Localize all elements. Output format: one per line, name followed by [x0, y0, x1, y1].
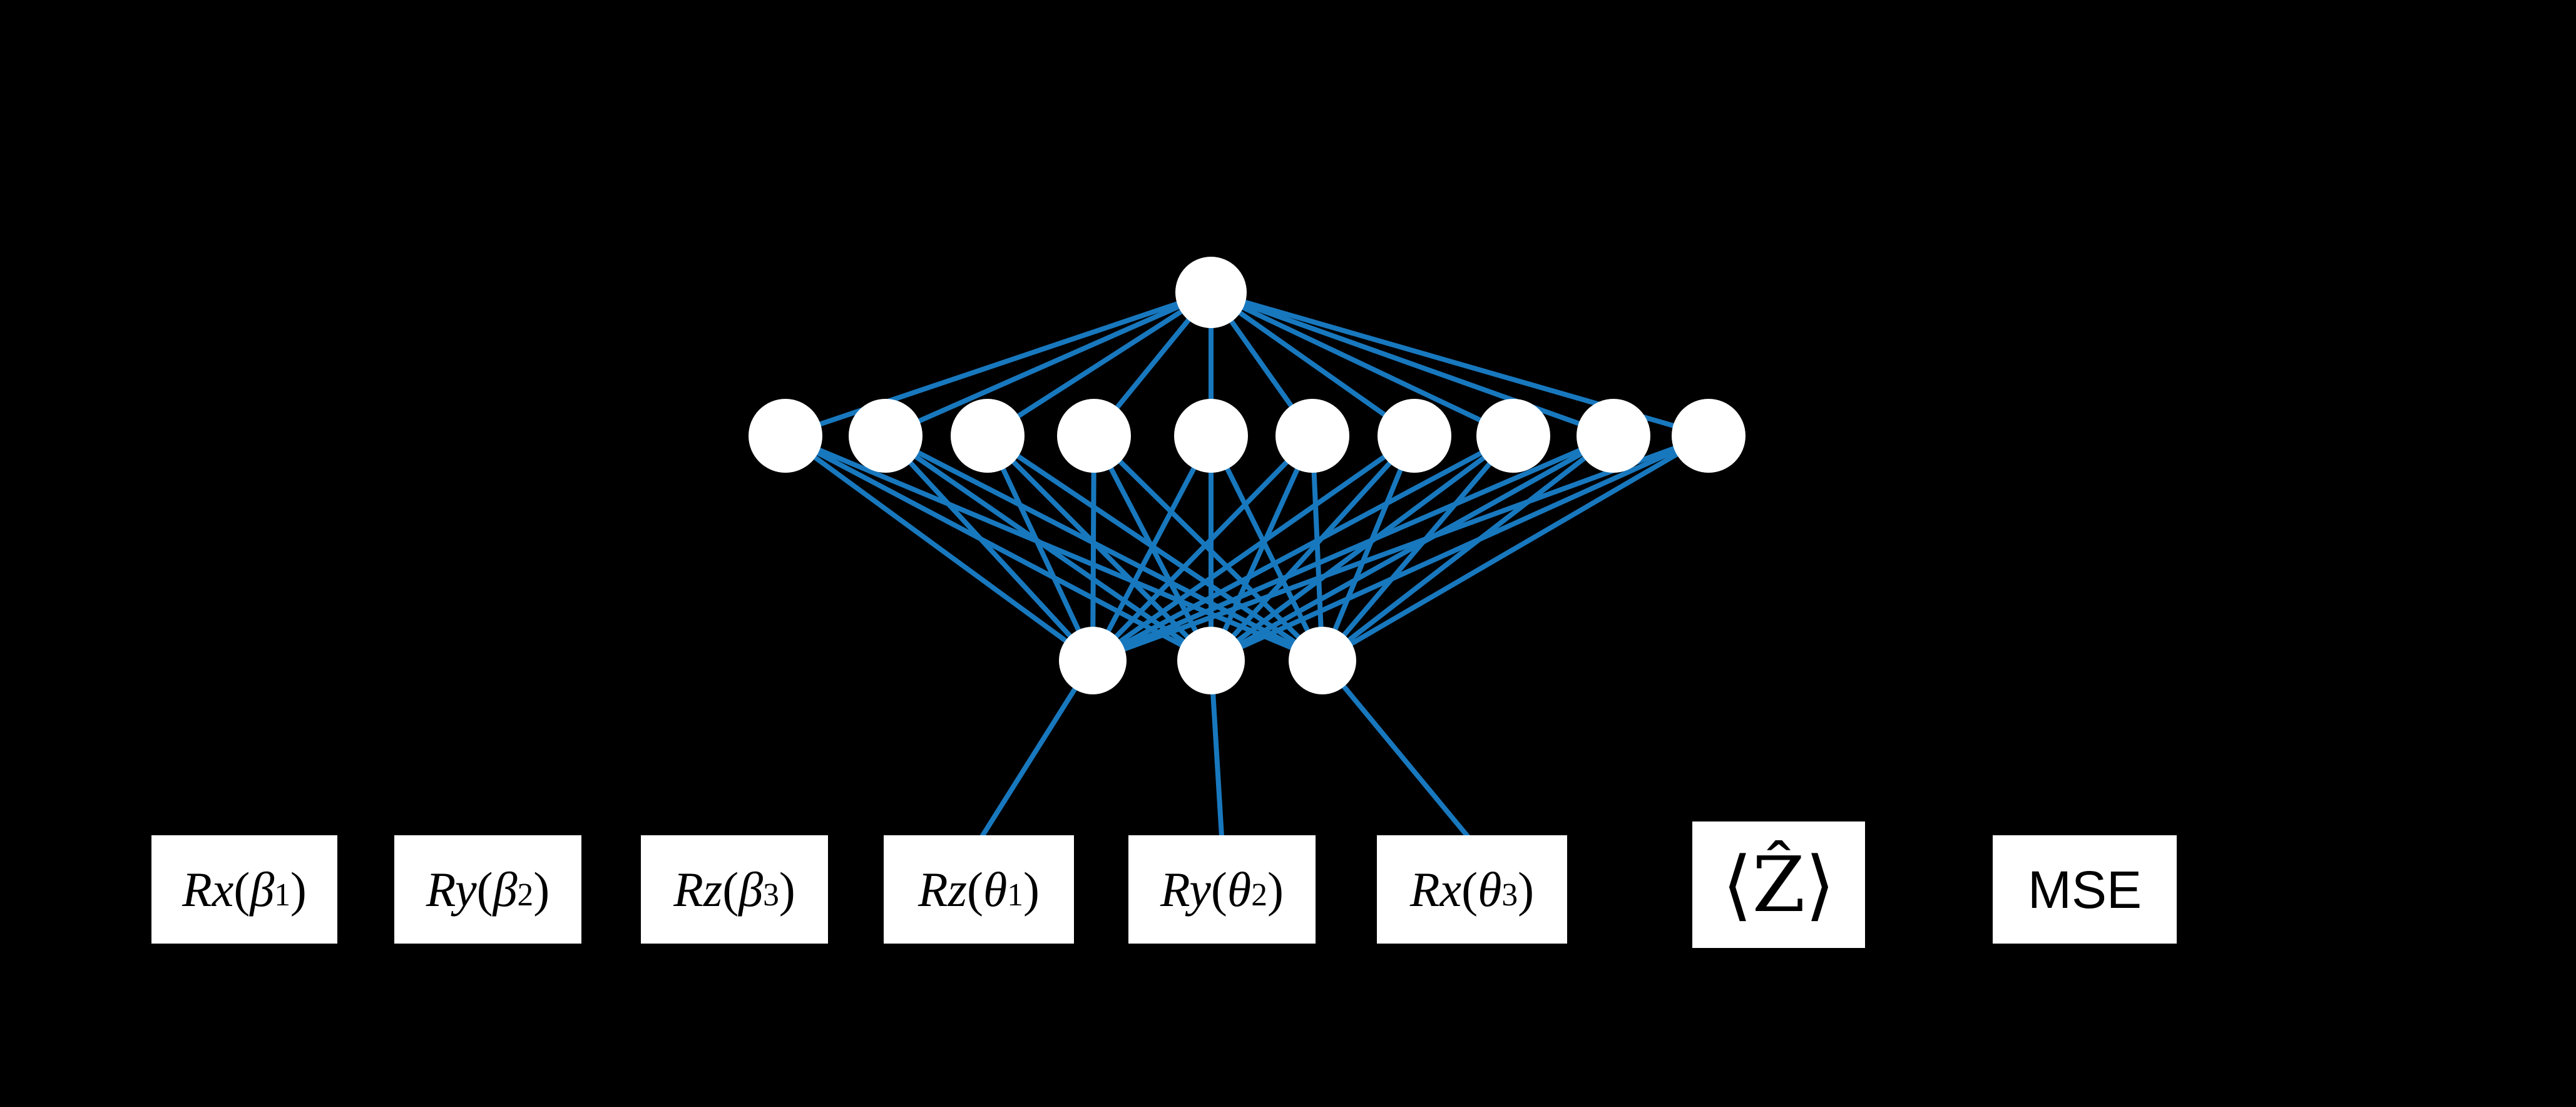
node-hidden-0	[749, 399, 822, 473]
gate-ry-beta-2-label-part: (	[476, 862, 493, 917]
node-hidden-5	[1275, 399, 1349, 473]
node-hidden-8	[1577, 399, 1650, 473]
gate-rx-theta-3-label-part: Rx	[1409, 862, 1462, 917]
edge-line	[1209, 290, 1416, 438]
edge-line	[884, 434, 1095, 662]
node-hidden-3	[1057, 399, 1131, 473]
node-bottom-0	[1059, 627, 1127, 694]
gate-rx-beta-1-label-part: β	[250, 862, 275, 917]
node-hidden-9	[1672, 399, 1745, 473]
mse-label-part: MSE	[2027, 860, 2142, 919]
gate-rz-theta-1-label-part: )	[1023, 862, 1040, 917]
edge-line	[784, 433, 1095, 663]
gate-rx-beta-1-label-part: (	[233, 862, 250, 917]
gate-rz-theta-1-label-part: θ	[983, 862, 1008, 917]
gate-rx-theta-3-label-part: )	[1518, 862, 1535, 917]
expectation-z-box: ⟨Ẑ⟩	[1692, 821, 1865, 948]
edge-line	[1209, 434, 1416, 662]
edge-line	[1091, 433, 1515, 663]
edge-line	[884, 433, 1213, 663]
edge-line	[1209, 435, 1325, 662]
node-to-gate-edge-line	[976, 659, 1095, 843]
edge-line	[1321, 433, 1710, 663]
gate-rx-theta-3-label-part: θ	[1478, 862, 1502, 917]
gate-rz-beta-3-label-part: β	[739, 862, 764, 917]
node-bottom-2	[1289, 627, 1356, 694]
gate-rx-beta-1-label-part: )	[290, 862, 307, 917]
edge-line	[884, 290, 1212, 438]
edge-line	[784, 290, 1212, 438]
edge-line	[1210, 290, 1515, 438]
expectation-z-label-part: ⟨Ẑ⟩	[1722, 840, 1835, 929]
node-bottom-1	[1177, 627, 1245, 694]
edge-line	[1091, 433, 1615, 663]
edge-line	[1210, 433, 1710, 663]
gate-rz-theta-1-label-part: Rz	[917, 862, 967, 917]
gate-ry-theta-2-label-part: Ry	[1160, 862, 1211, 917]
node-hidden-1	[849, 399, 923, 473]
gate-rx-theta-3-label-part: (	[1461, 862, 1478, 917]
edge-line	[884, 433, 1324, 663]
node-hidden-6	[1377, 399, 1451, 473]
gate-ry-beta-2-label-part: β	[493, 862, 518, 917]
gate-rz-beta-3-label-part: )	[779, 862, 795, 917]
edge-line	[1091, 434, 1314, 662]
node-hidden-2	[951, 399, 1025, 473]
edge-line	[986, 290, 1213, 438]
edge-line	[1090, 435, 1214, 662]
gate-ry-theta-2-label-part: )	[1267, 862, 1284, 917]
edge-line	[1310, 435, 1325, 661]
edge-line	[985, 435, 1095, 662]
edge-line	[1092, 434, 1324, 662]
edge-line	[1090, 435, 1096, 661]
edge-line	[1091, 433, 1710, 663]
node-to-gate-edge-line	[1320, 659, 1475, 843]
gate-rz-theta-1-label-part: (	[966, 862, 983, 917]
edge-line	[1209, 435, 1315, 662]
gate-rx-beta-1-label-part: Rx	[182, 862, 234, 917]
gate-ry-beta-2-label-part: Ry	[426, 862, 477, 917]
gate-rz-beta-3-label-part: (	[722, 862, 739, 917]
node-top-0	[1175, 257, 1247, 328]
edge-line	[1320, 435, 1417, 662]
gate-rz-beta-3-label-part: Rz	[673, 862, 723, 917]
gate-ry-theta-2-label-part: θ	[1227, 862, 1252, 917]
node-hidden-4	[1174, 399, 1248, 473]
mse-box: MSE	[1993, 835, 2177, 944]
edge-line	[1320, 434, 1516, 662]
edge-line	[784, 433, 1212, 663]
node-hidden-7	[1476, 399, 1550, 473]
edge-line	[1210, 290, 1615, 438]
edge-line	[1209, 433, 1515, 663]
edge-line	[1091, 433, 1416, 663]
gate-ry-beta-2-label-part: )	[533, 862, 550, 917]
edge-line	[784, 433, 1324, 663]
gate-ry-theta-2-label-part: (	[1210, 862, 1227, 917]
edge-line	[1321, 433, 1615, 663]
edge-line	[1210, 433, 1615, 663]
